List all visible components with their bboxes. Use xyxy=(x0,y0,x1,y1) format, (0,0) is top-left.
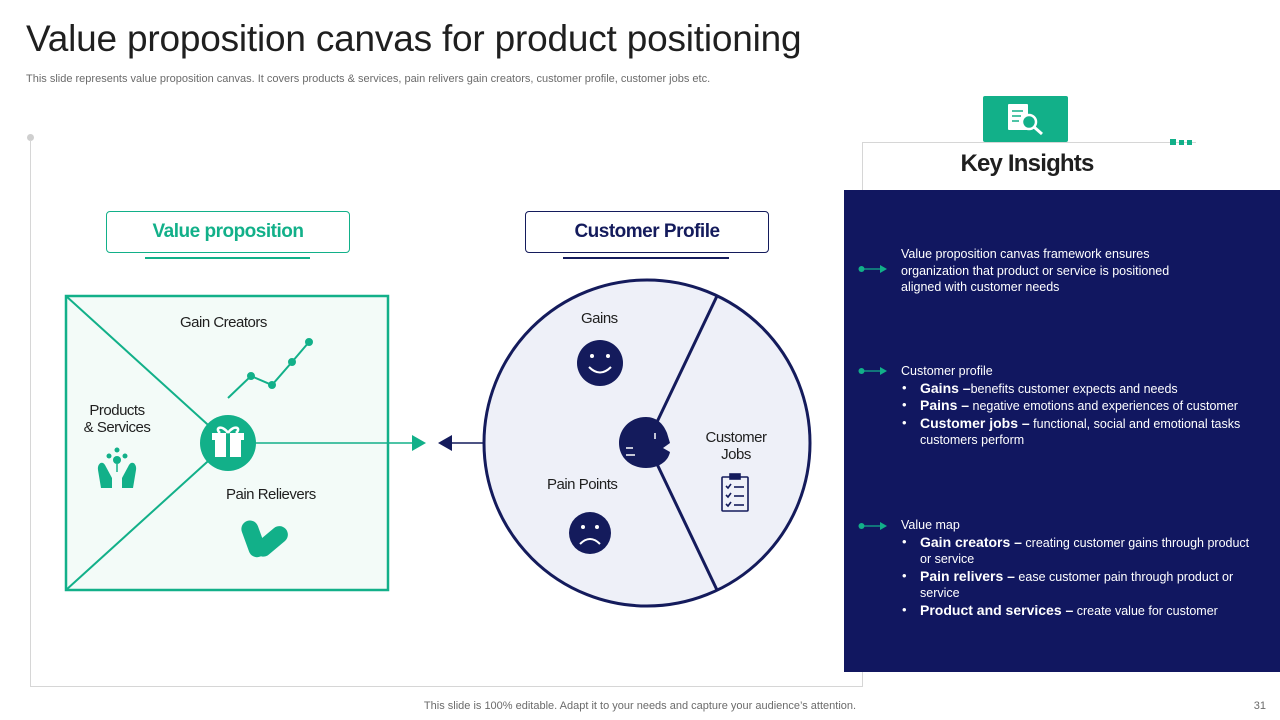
value-proposition-header: Value proposition xyxy=(106,211,350,253)
insight-arrow-2 xyxy=(858,367,887,375)
value-map-heading: Value map xyxy=(901,518,960,532)
slide-footer: This slide is 100% editable. Adapt it to… xyxy=(423,700,857,712)
frame-line-right xyxy=(862,142,863,190)
bullet-gain-creators: Gain creators – creating customer gains … xyxy=(901,534,1251,568)
frame-line-right-bottom xyxy=(862,672,863,687)
sad-icon xyxy=(569,512,611,554)
frame-dot xyxy=(27,134,34,141)
circle-divider-top xyxy=(645,295,719,444)
insight-item-3: Value map Gain creators – creating custo… xyxy=(901,517,1251,619)
arrow-left-navy xyxy=(438,435,452,451)
square-divider-bottom xyxy=(65,442,229,591)
slide-title: Value proposition canvas for product pos… xyxy=(26,18,802,59)
document-search-icon xyxy=(1008,104,1043,136)
insight-item-1: Value proposition canvas framework ensur… xyxy=(901,247,1170,294)
growth-chart-icon xyxy=(227,338,313,399)
arrow-right-green xyxy=(412,435,426,451)
frame-line-top xyxy=(862,142,1196,143)
circle-divider-bottom xyxy=(645,442,719,591)
frame-line-left xyxy=(30,140,31,686)
bullet-pains: Pains – negative emotions and experience… xyxy=(901,397,1271,415)
smile-icon xyxy=(577,340,623,386)
accent-dots xyxy=(1170,139,1192,145)
key-insights-panel: Value proposition canvas framework ensur… xyxy=(844,190,1280,672)
pain-points-label: Pain Points xyxy=(547,476,618,493)
pills-icon xyxy=(241,520,288,558)
value-canvas-diagram xyxy=(64,278,812,608)
gain-creators-label: Gain Creators xyxy=(180,314,267,331)
products-services-label: Products & Services xyxy=(83,402,151,436)
insight-icon-box xyxy=(983,96,1068,142)
customer-profile-underline xyxy=(563,257,729,259)
face-profile-icon xyxy=(619,417,670,468)
bullet-gains: Gains –benefits customer expects and nee… xyxy=(901,380,1271,398)
key-insights-title: Key Insights xyxy=(960,150,1094,177)
clipboard-icon xyxy=(721,473,749,512)
bullet-customer-jobs: Customer jobs – functional, social and e… xyxy=(901,415,1271,449)
value-proposition-underline xyxy=(145,257,310,259)
pain-relievers-label: Pain Relievers xyxy=(226,486,316,503)
customer-profile-header: Customer Profile xyxy=(525,211,769,253)
gains-label: Gains xyxy=(581,310,618,327)
square-divider-top xyxy=(65,295,229,444)
bullet-pain-relivers: Pain relivers – ease customer pain throu… xyxy=(901,568,1251,602)
slide-subtitle: This slide represents value proposition … xyxy=(26,73,711,85)
hands-icon xyxy=(97,447,137,488)
bullet-product-services: Product and services – create value for … xyxy=(901,602,1251,620)
insight-item-2: Customer profile Gains –benefits custome… xyxy=(901,363,1271,449)
gift-icon xyxy=(200,415,256,471)
page-number: 31 xyxy=(1253,700,1266,712)
frame-line-bottom xyxy=(30,686,862,687)
customer-jobs-label: Customer Jobs xyxy=(705,429,767,463)
insight-arrow-3 xyxy=(858,522,887,530)
insight-arrow-1 xyxy=(858,265,887,273)
customer-profile-heading: Customer profile xyxy=(901,364,993,378)
